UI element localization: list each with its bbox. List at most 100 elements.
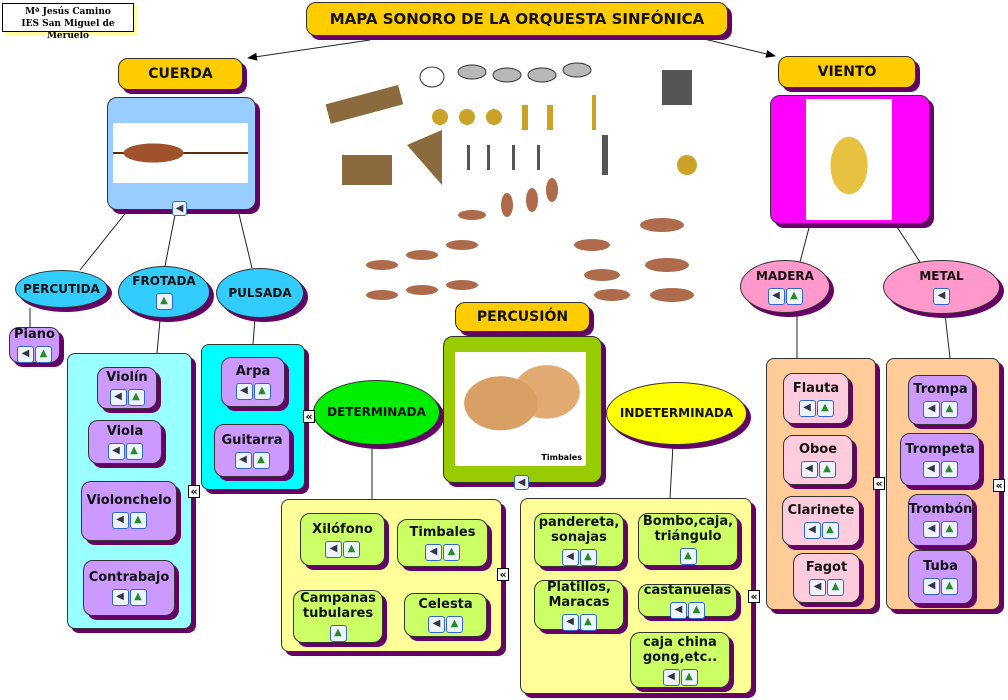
node-viento[interactable]: VIENTO	[778, 56, 916, 88]
node-platillos[interactable]: Platillos, Maracas◀▲	[534, 580, 624, 631]
node-label: DETERMINADA	[327, 405, 426, 419]
speaker-icon[interactable]: ◀	[922, 460, 940, 478]
image-icon[interactable]: ▲	[688, 601, 705, 619]
node-frotada[interactable]: FROTADA▲	[118, 266, 210, 318]
orchestra-instruments-illustration	[325, 62, 697, 302]
node-violonchelo[interactable]: Violonchelo◀▲	[81, 481, 177, 541]
image-icon[interactable]: ▲	[941, 578, 958, 595]
percusion-speaker-icon[interactable]: ◀	[514, 475, 529, 490]
image-icon[interactable]: ▲	[252, 451, 270, 469]
node-piano[interactable]: Piano◀▲	[9, 327, 60, 363]
image-icon[interactable]: ▲	[253, 383, 271, 400]
image-icon[interactable]: ▲	[679, 548, 697, 565]
cuerda-speaker-icon[interactable]: ◀	[172, 201, 187, 216]
node-arpa[interactable]: Arpa◀▲	[221, 357, 285, 407]
speaker-icon[interactable]: ◀	[561, 548, 579, 566]
node-madera[interactable]: MADERA◀▲	[740, 260, 830, 313]
speaker-icon[interactable]: ◀	[923, 578, 940, 595]
node-castanuelas[interactable]: castañuelas◀▲	[638, 583, 737, 619]
image-icon[interactable]: ▲	[446, 616, 463, 633]
node-contrabajo[interactable]: Contrabajo◀▲	[83, 560, 175, 616]
node-oboe[interactable]: Oboe◀▲	[783, 435, 853, 485]
node-flauta[interactable]: Flauta ◀▲	[783, 373, 849, 424]
collapse-toggle-icon[interactable]: «	[303, 410, 315, 423]
node-icons: ▲	[679, 548, 697, 565]
map-title[interactable]: MAPA SONORO DE LA ORQUESTA SINFÓNICA	[306, 2, 728, 36]
speaker-icon[interactable]: ◀	[670, 601, 687, 619]
node-metal[interactable]: METAL◀	[883, 260, 1000, 314]
image-icon[interactable]: ▲	[35, 346, 52, 363]
speaker-icon[interactable]: ◀	[109, 389, 127, 406]
node-cajachina[interactable]: caja china gong,etc..◀▲	[630, 632, 730, 688]
image-icon[interactable]: ▲	[827, 579, 844, 596]
image-icon[interactable]: ▲	[129, 512, 147, 529]
image-icon[interactable]: ▲	[941, 401, 958, 418]
speaker-icon[interactable]: ◀	[662, 668, 680, 686]
node-tuba[interactable]: Tuba◀▲	[908, 550, 973, 604]
collapse-toggle-icon[interactable]: «	[873, 477, 885, 490]
node-celesta[interactable]: Celesta◀▲	[404, 593, 487, 637]
image-icon[interactable]: ▲	[329, 625, 347, 642]
node-bombo[interactable]: Bombo,caja, triángulo▲	[638, 513, 738, 566]
speaker-icon[interactable]: ◀	[923, 521, 940, 538]
node-indeterminada[interactable]: INDETERMINADA	[606, 382, 747, 445]
image-icon[interactable]: ▲	[127, 389, 145, 406]
speaker-icon[interactable]: ◀	[561, 613, 579, 631]
image-icon[interactable]: ▲	[785, 287, 803, 305]
node-percusion[interactable]: PERCUSIÓN	[455, 302, 590, 332]
node-xilofono[interactable]: Xilófono◀▲	[300, 513, 385, 566]
image-icon[interactable]: ▲	[940, 460, 958, 478]
speaker-icon[interactable]: ◀	[767, 287, 785, 305]
node-violin[interactable]: Violín◀▲	[97, 367, 157, 409]
collapse-toggle-icon[interactable]: «	[748, 590, 760, 603]
speaker-icon[interactable]: ◀	[800, 461, 818, 478]
node-clarinete[interactable]: Clarinete◀▲	[782, 496, 860, 546]
image-icon[interactable]: ▲	[680, 668, 698, 686]
node-viola[interactable]: Viola◀▲	[88, 420, 162, 464]
speaker-icon[interactable]: ◀	[809, 579, 826, 596]
node-timbales[interactable]: Timbales◀▲	[397, 519, 488, 567]
collapse-toggle-icon[interactable]: «	[188, 485, 200, 498]
node-determinada[interactable]: DETERMINADA	[313, 380, 440, 445]
speaker-icon[interactable]: ◀	[111, 589, 129, 606]
speaker-icon[interactable]: ◀	[111, 512, 129, 529]
image-icon[interactable]: ▲	[155, 293, 173, 310]
image-icon[interactable]: ▲	[821, 522, 839, 539]
image-icon[interactable]: ▲	[941, 521, 958, 538]
node-label: Flauta	[792, 380, 840, 396]
node-icons: ◀▲	[235, 383, 271, 400]
image-icon[interactable]: ▲	[443, 544, 460, 561]
collapse-toggle-icon[interactable]: «	[497, 568, 509, 581]
node-trombon[interactable]: Trombón◀▲	[908, 494, 973, 546]
speaker-icon[interactable]: ◀	[798, 399, 816, 417]
speaker-icon[interactable]: ◀	[235, 383, 253, 400]
speaker-icon[interactable]: ◀	[17, 346, 34, 363]
node-campanas[interactable]: Campanas tubulares▲	[293, 590, 383, 643]
node-pulsada[interactable]: PULSADA	[216, 268, 304, 318]
image-icon[interactable]: ▲	[129, 589, 147, 606]
speaker-icon[interactable]: ◀	[425, 544, 442, 561]
speaker-icon[interactable]: ◀	[803, 522, 821, 539]
node-pandereta[interactable]: pandereta, sonajas◀▲	[534, 513, 624, 567]
image-icon[interactable]: ▲	[125, 443, 143, 460]
node-fagot[interactable]: Fagot◀▲	[793, 553, 860, 603]
node-trompa[interactable]: Trompa◀▲	[908, 375, 973, 425]
speaker-icon[interactable]: ◀	[234, 451, 252, 469]
image-icon[interactable]: ▲	[579, 548, 597, 566]
orchestra-image[interactable]	[322, 55, 715, 305]
speaker-icon[interactable]: ◀	[107, 443, 125, 460]
image-icon[interactable]: ▲	[579, 613, 597, 631]
node-percutida[interactable]: PERCUTIDA	[15, 270, 108, 308]
speaker-icon[interactable]: ◀	[325, 540, 342, 558]
speaker-icon[interactable]: ◀	[933, 288, 950, 305]
node-cuerda[interactable]: CUERDA	[118, 58, 243, 90]
node-guitarra[interactable]: Guitarra◀▲	[214, 424, 290, 477]
image-icon[interactable]: ▲	[818, 461, 836, 478]
speaker-icon[interactable]: ◀	[923, 401, 940, 418]
speaker-icon[interactable]: ◀	[428, 616, 445, 633]
collapse-toggle-icon[interactable]: «	[993, 479, 1005, 492]
node-trompeta[interactable]: Trompeta◀▲	[900, 433, 980, 486]
image-icon[interactable]: ▲	[816, 399, 834, 417]
image-icon[interactable]: ▲	[343, 540, 360, 558]
